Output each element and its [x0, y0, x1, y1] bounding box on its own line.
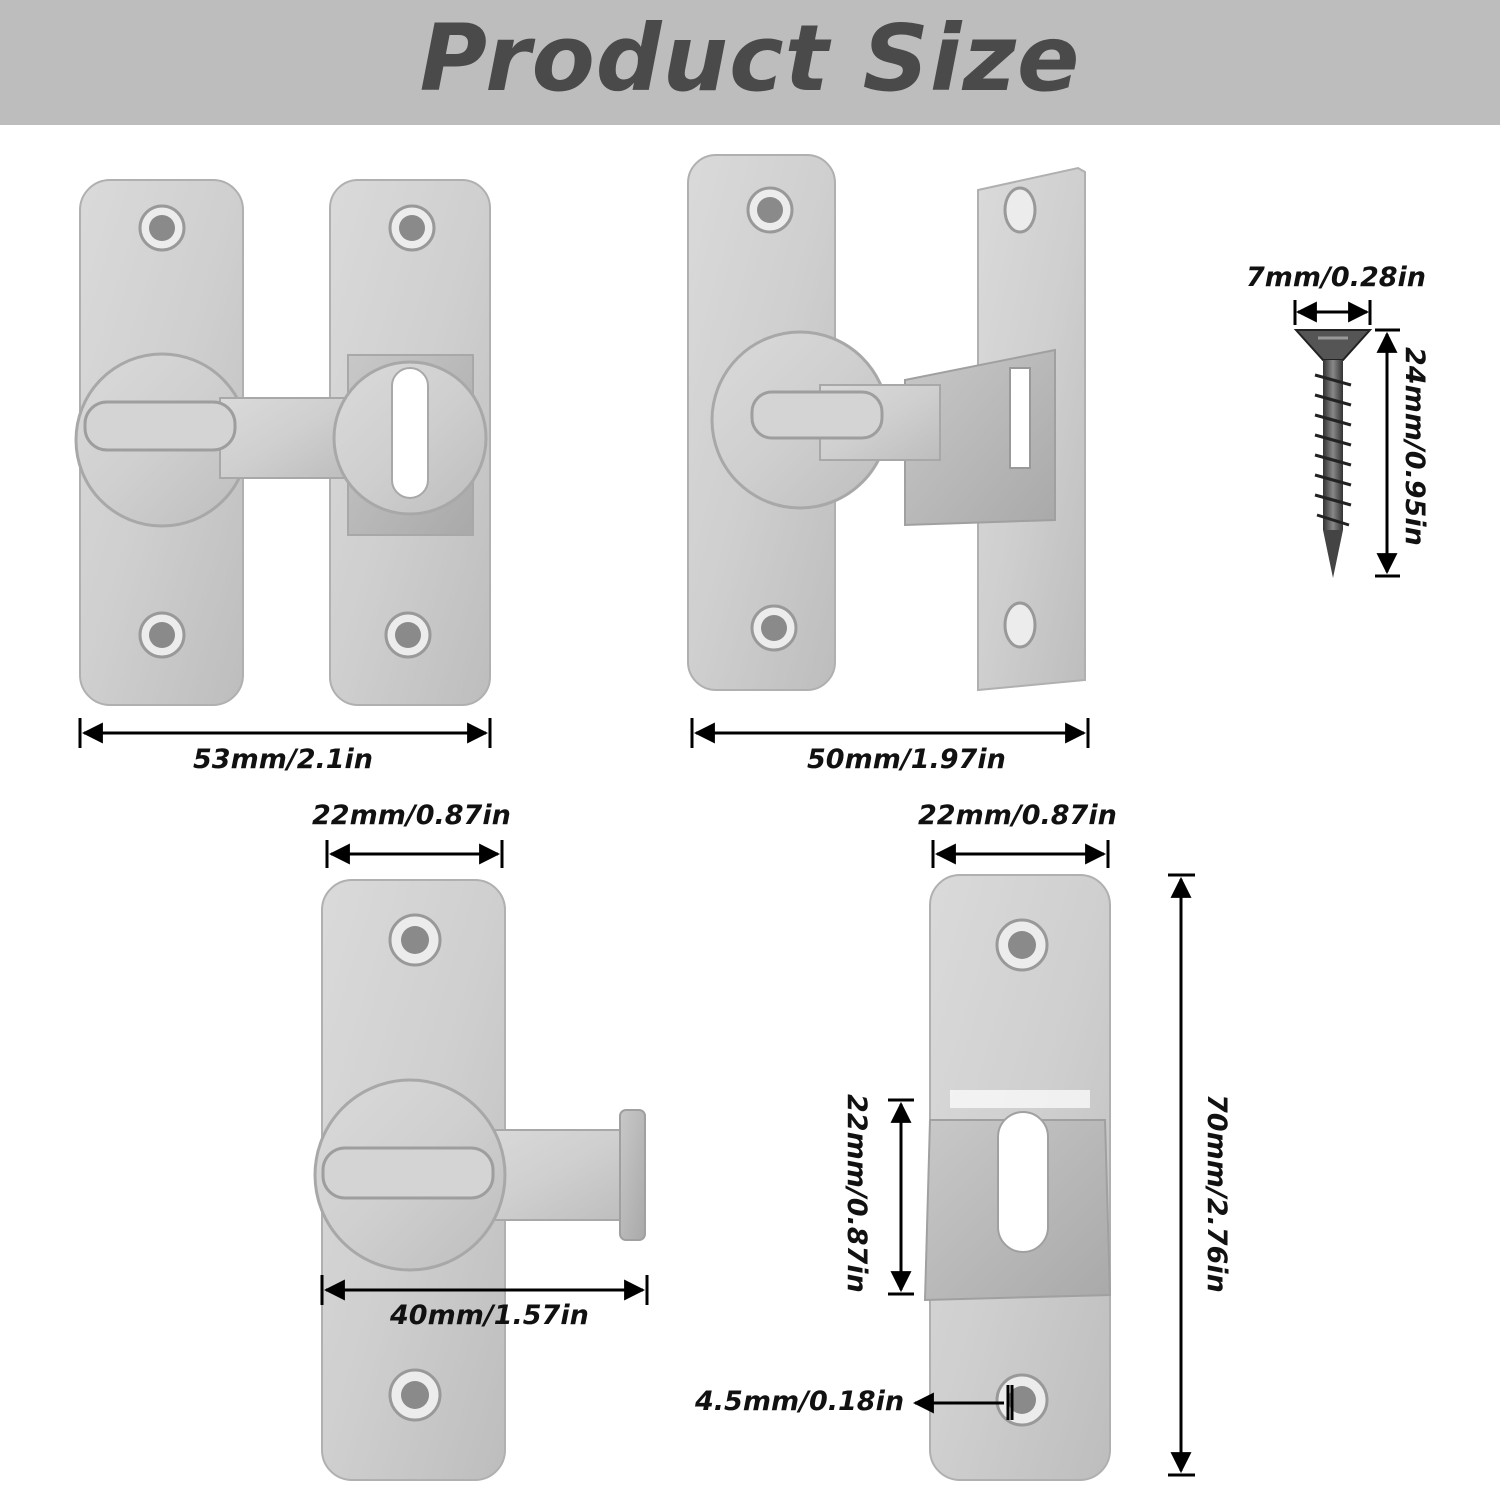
slot-height-label: 22mm/0.87in: [841, 1094, 872, 1293]
catch-plate-width-label: 22mm/0.87in: [918, 800, 1117, 831]
latch-open: [687, 154, 1086, 692]
bolt-plate-width-label: 22mm/0.87in: [312, 800, 511, 831]
screw-head-label: 7mm/0.28in: [1246, 262, 1427, 293]
screw-illustration: [1293, 329, 1373, 578]
dimension-lines: [78, 300, 1400, 1477]
screw-length-label: 24mm/0.95in: [1399, 347, 1430, 546]
bolt-length-label: 40mm/1.57in: [390, 1300, 589, 1331]
title-banner: [0, 0, 1500, 125]
plate-height-label: 70mm/2.76in: [1201, 1094, 1232, 1293]
bolt-plate: [313, 879, 646, 1481]
open-width-label: 50mm/1.97in: [807, 744, 1006, 775]
hole-diameter-label: 4.5mm/0.18in: [695, 1386, 905, 1417]
catch-plate: [923, 874, 1112, 1481]
page-title: Product Size: [419, 5, 1081, 112]
assembled-width-label: 53mm/2.1in: [193, 744, 374, 775]
latch-assembled: [74, 179, 491, 706]
